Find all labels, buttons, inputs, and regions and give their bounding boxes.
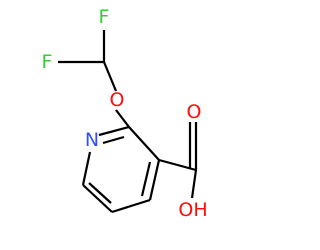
atom-label-hydroxyl: OH xyxy=(178,199,207,221)
bond-c4-c5 xyxy=(111,198,151,214)
atom-label-fluorine-left: F xyxy=(42,51,53,73)
atom-label-ring-nitrogen: N xyxy=(85,129,99,151)
bond-c-oh xyxy=(190,169,198,199)
bond-o-c2 xyxy=(115,109,130,128)
bond-c5-c6-inner xyxy=(88,182,112,204)
molecule-structure: F F O N O OH xyxy=(42,6,208,221)
atom-label-ether-oxygen: O xyxy=(110,89,125,111)
bond-n-c2 xyxy=(98,125,130,137)
bond-n-c2-inner xyxy=(102,135,125,145)
atom-label-fluorine-top: F xyxy=(99,6,110,28)
bond-c3-c4-inner xyxy=(140,161,152,197)
bond-c5-c6 xyxy=(82,184,113,213)
atom-label-carbonyl-oxygen: O xyxy=(187,101,202,123)
bond-c3-c4 xyxy=(148,159,161,201)
bond-chf2-o xyxy=(102,61,118,92)
bond-c2-c3 xyxy=(128,126,160,161)
bond-c3-cooh xyxy=(158,158,197,172)
bond-c6-n xyxy=(81,151,92,186)
